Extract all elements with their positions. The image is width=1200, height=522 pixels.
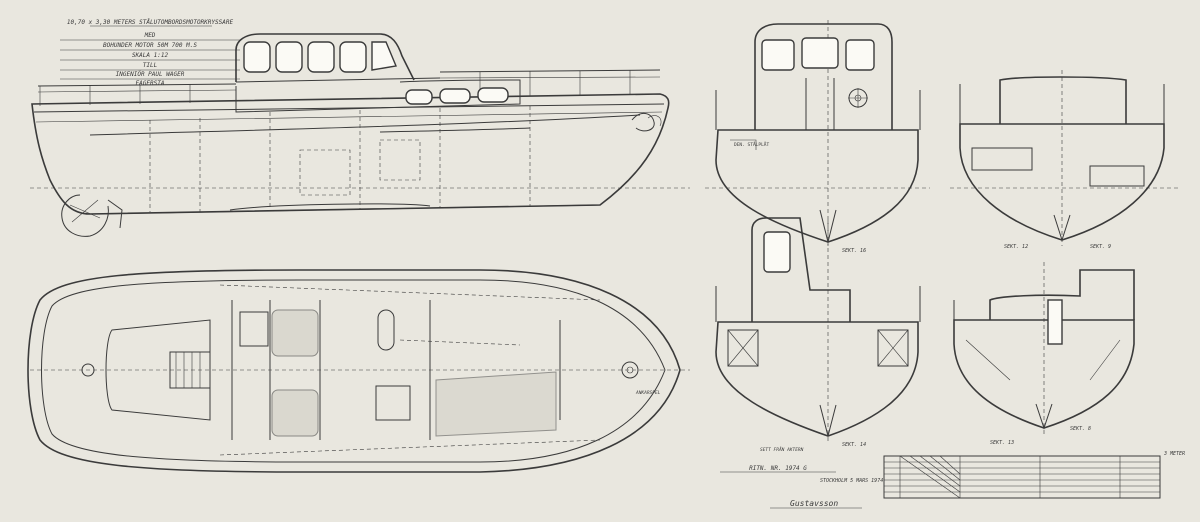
side-profile: [30, 33, 690, 237]
title-line-2: MED: [144, 32, 156, 39]
section-note-sub: SETT FRÅN AKTERN: [760, 446, 804, 453]
section-label-9: SEKT. 9: [1090, 244, 1111, 250]
title-block: 10,70 x 3,30 METERS STÅLUTOMBORDSMOTORKR…: [60, 19, 240, 87]
drawing-info: RITN. NR. 1974 G STOCKHOLM 5 MARS 1974 G…: [720, 465, 883, 509]
section-label-8: SEKT. 8: [1070, 426, 1091, 432]
section-label-14: SEKT. 14: [842, 442, 866, 448]
section-label-16: SEKT. 16: [842, 248, 866, 254]
section-12-9: SEKT. 12 SEKT. 9: [950, 70, 1180, 250]
title-line-1: 10,70 x 3,30 METERS STÅLUTOMBORDSMOTORKR…: [67, 19, 234, 26]
scale-bar: 3 METER: [883, 451, 1185, 499]
title-line-5: TILL: [143, 62, 158, 69]
section-14: SETT FRÅN AKTERN SEKT. 14: [715, 217, 921, 453]
section-label-12: SEKT. 12: [1004, 244, 1028, 250]
deck-plan: ANKARSPEL: [27, 269, 690, 473]
scale-bar-label: 3 METER: [1163, 451, 1185, 457]
title-line-3: BOHUNDER MOTOR 50M 700 M.S: [103, 42, 197, 49]
section-label-13: SEKT. 13: [990, 440, 1014, 446]
bow-note: ANKARSPEL: [635, 390, 661, 396]
signature: Gustavsson: [790, 499, 838, 508]
title-line-7: FAGERSTA: [136, 80, 165, 87]
place-date: STOCKHOLM 5 MARS 1974: [820, 478, 883, 484]
section-13-8: SEKT. 13 SEKT. 8: [953, 262, 1135, 446]
drawing-number: RITN. NR. 1974 G: [749, 465, 807, 472]
section-16: DEN. STÅLPLÅT SEKT. 16: [705, 20, 930, 254]
title-line-4: SKALA 1:12: [132, 52, 169, 59]
title-line-6: INGENIÖR PAUL WAGER: [116, 71, 185, 78]
stern-note: DEN. STÅLPLÅT: [734, 141, 770, 148]
